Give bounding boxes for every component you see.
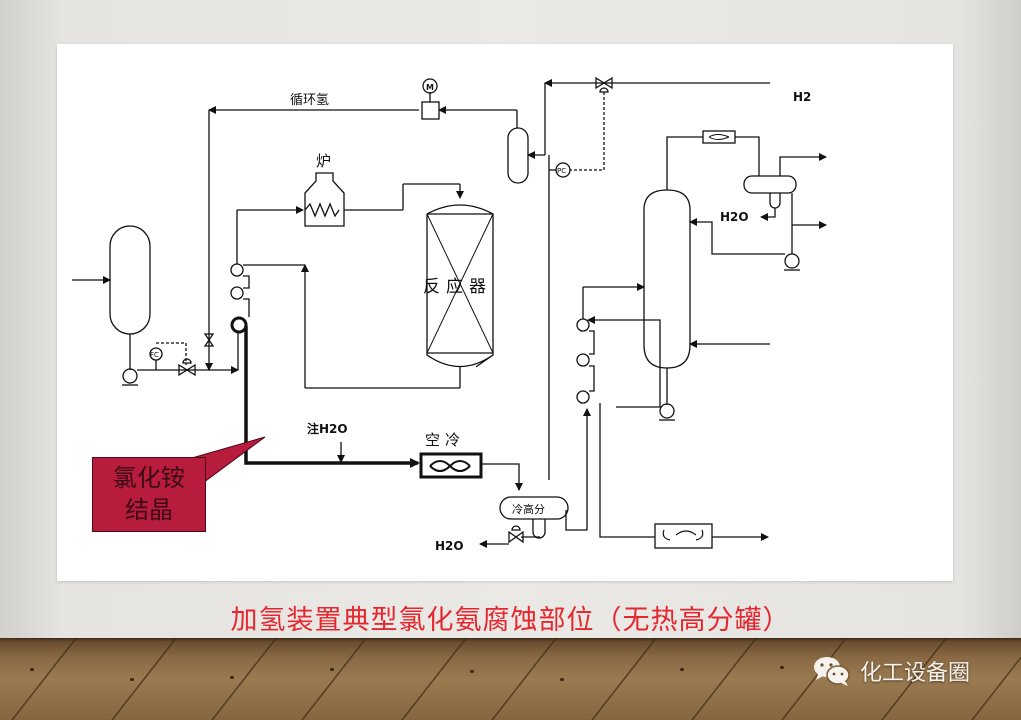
reflux-pump-icon: [784, 253, 800, 271]
callout-line1: 氯化铵: [113, 464, 185, 492]
furnace: [304, 172, 345, 227]
watermark: 化工设备圈: [812, 655, 970, 687]
slide-caption: 加氢装置典型氯化氨腐蚀部位（无热高分罐）: [230, 605, 791, 636]
wood-floor: [0, 638, 1021, 720]
label-h2o-top: H2O: [720, 210, 749, 224]
flow-controller-icon: [149, 347, 163, 361]
label-furnace: 炉: [316, 152, 331, 170]
label-h2: H2: [793, 90, 811, 104]
control-valve-icon: [178, 358, 196, 377]
pressure-control-valve-icon: [595, 76, 613, 93]
callout-ammonium-chloride: 氯化铵 结晶: [92, 457, 206, 532]
watermark-text: 化工设备圈: [860, 661, 971, 686]
bottoms-pump-icon: [659, 403, 675, 421]
callout-line2: 结晶: [125, 496, 173, 524]
recycle-compressor: [421, 101, 440, 120]
wechat-icon: [814, 657, 850, 686]
label-cold-hp-separator: 冷高分: [512, 502, 545, 516]
drain-valve-icon: [508, 525, 524, 544]
label-motor: M: [426, 83, 434, 92]
label-h2o-bottom: H2O: [435, 539, 464, 553]
label-recycle-hydrogen: 循环氢: [290, 93, 329, 108]
label-water-injection: 注H2O: [307, 421, 348, 436]
label-air-cooler: 空冷: [425, 431, 465, 449]
product-cooler: [654, 523, 713, 549]
process-flow-diagram: 循环氢 炉 反应器 H2 H2O 注H2O 空冷 冷高分 H2O M FC PC: [72, 76, 827, 553]
label-pc: PC: [557, 167, 566, 175]
fractionator-column: [643, 189, 691, 369]
label-fc: FC: [150, 351, 159, 359]
cold-hp-separator: [499, 496, 569, 520]
overhead-condenser: [702, 130, 736, 144]
feed-pump-icon: [122, 368, 138, 386]
air-cooler: [419, 452, 483, 479]
valve-icon: [203, 333, 215, 347]
label-reactor: 反应器: [423, 277, 492, 297]
feed-drum: [109, 225, 151, 335]
recycle-knockout-drum: [507, 127, 529, 184]
diagram-card: 循环氢 炉 反应器 H2 H2O 注H2O 空冷 冷高分 H2O M FC PC: [57, 44, 953, 581]
compressor-motor-icon: [422, 78, 438, 94]
overhead-drum: [743, 175, 797, 194]
